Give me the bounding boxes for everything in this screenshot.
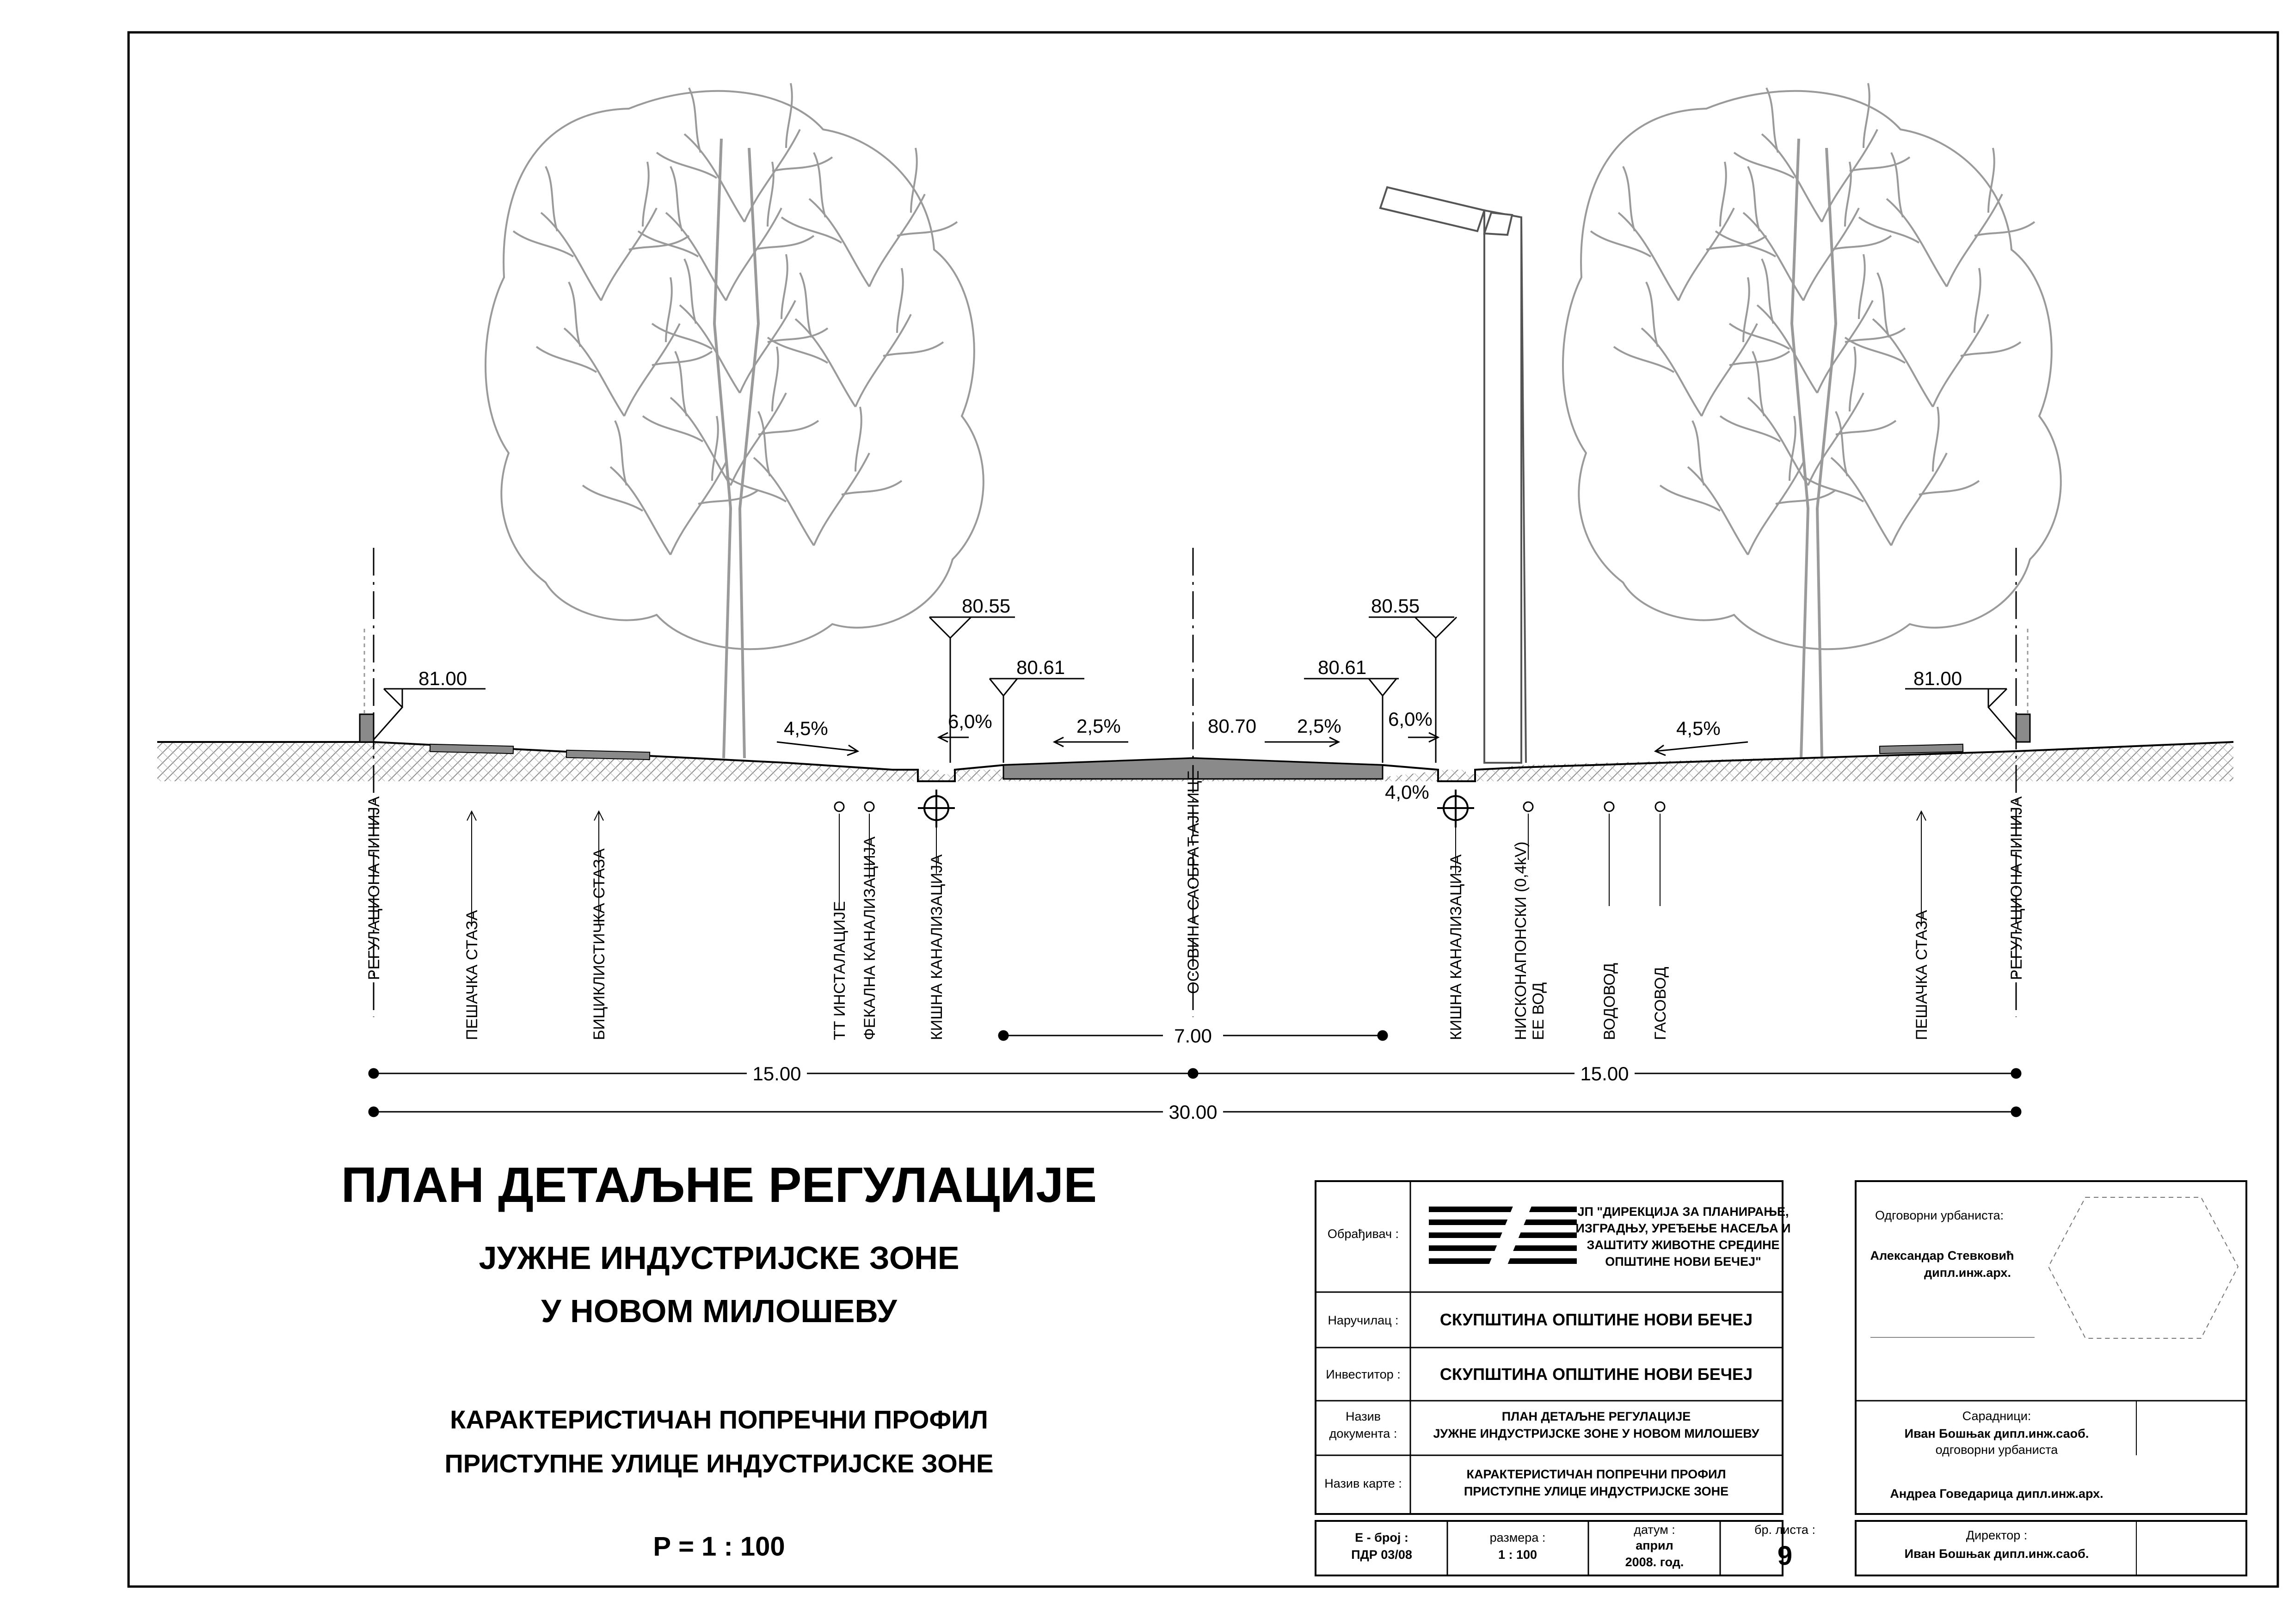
- doc-label-1: Назив: [1346, 1410, 1381, 1423]
- slope-right-gutter: 6,0%: [1388, 708, 1433, 730]
- org-line-1: ЈП "ДИРЕКЦИЈА ЗА ПЛАНИРАЊЕ,: [1577, 1205, 1789, 1219]
- elevation-left-regulation: 81.00: [418, 668, 467, 689]
- associate-1: Иван Бошњак дипл.инж.саоб.: [1905, 1427, 2089, 1440]
- director-label: Директор :: [1966, 1528, 2028, 1542]
- date-value-1: април: [1636, 1538, 1673, 1552]
- water-pipe-icon: [1604, 801, 1615, 812]
- label-water: ВОДОВОД: [1601, 963, 1618, 1040]
- fence-post-left: [359, 713, 375, 743]
- dimension-half-right: 15.00: [1580, 1063, 1629, 1085]
- elevation-axis: 80.70: [1208, 715, 1256, 737]
- director-name: Иван Бошњак дипл.инж.саоб.: [1905, 1547, 2089, 1561]
- investor-value: СКУПШТИНА ОПШТИНЕ НОВИ БЕЧЕЈ: [1440, 1365, 1753, 1384]
- org-line-4: ОПШТИНЕ НОВИ БЕЧЕЈ": [1605, 1255, 1761, 1269]
- elevation-right-gutter: 80.55: [1371, 595, 1420, 617]
- label-traffic-axis: ОСОВИНА САОБРАЋАЈНИЦЕ: [1185, 770, 1202, 994]
- fence-post-right: [2015, 713, 2031, 743]
- profile-title-2: ПРИСТУПНЕ УЛИЦЕ ИНДУСТРИЈСКЕ ЗОНЕ: [445, 1449, 994, 1478]
- processed-by-label: Обрађивач :: [1328, 1227, 1399, 1241]
- associate-2: Андреа Говедарица дипл.инж.арх.: [1890, 1487, 2103, 1501]
- investor-label: Инвеститор :: [1326, 1367, 1400, 1381]
- elevation-left-carriageway: 80.61: [1016, 656, 1065, 678]
- org-line-2: ИЗГРАДЊУ, УРЕЂЕЊЕ НАСЕЉА И: [1575, 1221, 1790, 1235]
- footpath-slab-right: [1879, 743, 1964, 754]
- e-number-value: ПДР 03/08: [1351, 1548, 1412, 1562]
- ground-hatch: [157, 742, 2233, 781]
- urbanist-name: Александар Стевковић: [1870, 1249, 2014, 1262]
- sheet-number-label: бр. листа :: [1754, 1523, 1815, 1537]
- doc-value-2: ЈУЖНЕ ИНДУСТРИЈСКЕ ЗОНЕ У НОВОМ МИЛОШЕВУ: [1433, 1427, 1759, 1440]
- doc-label-2: документа :: [1329, 1427, 1397, 1440]
- slope-left-gutter: 6,0%: [948, 711, 992, 732]
- label-gas: ГАСОВОД: [1652, 967, 1669, 1040]
- label-low-voltage-2: ЕЕ ВОД: [1530, 982, 1547, 1040]
- dimension-carriageway: 7.00: [1174, 1025, 1212, 1047]
- profile-title-1: КАРАКТЕРИСТИЧАН ПОПРЕЧНИ ПРОФИЛ: [450, 1405, 988, 1434]
- label-footpath-right: ПЕШАЧКА СТАЗА: [1913, 910, 1931, 1040]
- footpath-slab-left: [429, 743, 514, 754]
- subtitle-1: ЈУЖНЕ ИНДУСТРИЈСКЕ ЗОНЕ: [479, 1240, 959, 1276]
- map-label: Назив карте :: [1324, 1477, 1402, 1490]
- elevation-right-regulation: 81.00: [1913, 668, 1962, 689]
- label-regulation-line-left: РЕГУЛАЦИОНА ЛИНИЈА: [365, 796, 383, 980]
- elevation-left-gutter: 80.55: [962, 595, 1010, 617]
- dimension-total: 30.00: [1169, 1101, 1217, 1123]
- label-storm-sewer-right: КИШНА КАНАЛИЗАЦИЈА: [1447, 854, 1465, 1040]
- slope-left-carriageway: 2,5%: [1076, 715, 1121, 737]
- street-lamp-icon: [1379, 186, 1527, 764]
- main-title: ПЛАН ДЕТАЉНЕ РЕГУЛАЦИЈЕ: [341, 1157, 1097, 1213]
- label-low-voltage-1: НИСКОНАПОНСКИ (0,4kV): [1512, 841, 1530, 1040]
- title-block: [1315, 1180, 2247, 1576]
- dimension-half-left: 15.00: [752, 1063, 801, 1085]
- map-value-2: ПРИСТУПНЕ УЛИЦЕ ИНДУСТРИЈСКЕ ЗОНЕ: [1464, 1484, 1728, 1498]
- urbanist-label: Одговорни урбаниста:: [1875, 1208, 2004, 1222]
- client-label: Наручилац :: [1328, 1313, 1398, 1327]
- date-value-2: 2008. год.: [1625, 1555, 1684, 1569]
- e-number-label: Е - број :: [1355, 1531, 1408, 1544]
- subtitle-2: У НОВОМ МИЛОШЕВУ: [541, 1293, 898, 1329]
- map-value-1: КАРАКТЕРИСТИЧАН ПОПРЕЧНИ ПРОФИЛ: [1466, 1467, 1726, 1481]
- slope-left-verge: 4,5%: [784, 717, 828, 739]
- gas-pipe-icon: [1654, 801, 1666, 812]
- scale-label: размера :: [1490, 1531, 1546, 1544]
- label-footpath-left: ПЕШАЧКА СТАЗА: [463, 910, 481, 1040]
- tt-pipe-icon: [834, 801, 845, 812]
- scale-value: 1 : 100: [1498, 1548, 1537, 1562]
- storm-sewer-left-icon: [918, 790, 955, 827]
- label-fecal-sewer: ФЕКАЛНА КАНАЛИЗАЦИЈА: [861, 836, 879, 1040]
- slope-right-gutter-low: 4,0%: [1385, 781, 1429, 803]
- bike-path-slab: [566, 749, 651, 760]
- sheet-number-value: 9: [1777, 1541, 1792, 1571]
- tree-left-icon: [485, 82, 984, 759]
- doc-value-1: ПЛАН ДЕТАЉНЕ РЕГУЛАЦИЈЕ: [1502, 1410, 1691, 1423]
- slope-right-verge: 4,5%: [1676, 717, 1721, 739]
- storm-sewer-right-icon: [1437, 790, 1474, 827]
- sheet-frame: [127, 31, 2279, 1588]
- client-value: СКУПШТИНА ОПШТИНЕ НОВИ БЕЧЕЈ: [1440, 1310, 1753, 1329]
- label-regulation-line-right: РЕГУЛАЦИОНА ЛИНИЈА: [2008, 796, 2025, 980]
- associate-1-role: одговорни урбаниста: [1936, 1443, 2059, 1457]
- organization-logo: [1429, 1197, 1577, 1276]
- scale-title: Р = 1 : 100: [653, 1532, 785, 1562]
- label-bike-path: БИЦИКЛИСТИЧКА СТАЗА: [590, 848, 608, 1040]
- date-label: датум :: [1634, 1523, 1675, 1537]
- label-storm-sewer-left: КИШНА КАНАЛИЗАЦИЈА: [928, 854, 946, 1040]
- stamp-placeholder: [2048, 1197, 2239, 1339]
- fecal-sewer-pipe-icon: [864, 801, 875, 812]
- elevation-right-carriageway: 80.61: [1318, 656, 1366, 678]
- associates-label: Сарадници:: [1962, 1409, 2031, 1423]
- urbanist-title: дипл.инж.арх.: [1924, 1266, 2011, 1280]
- slope-right-carriageway: 2,5%: [1297, 715, 1341, 737]
- low-voltage-cable-icon: [1523, 801, 1534, 812]
- label-tt-installations: ТТ ИНСТАЛАЦИЈЕ: [831, 901, 849, 1040]
- org-line-3: ЗАШТИТУ ЖИВОТНЕ СРЕДИНЕ: [1587, 1238, 1779, 1252]
- tree-right-icon: [1562, 82, 2062, 759]
